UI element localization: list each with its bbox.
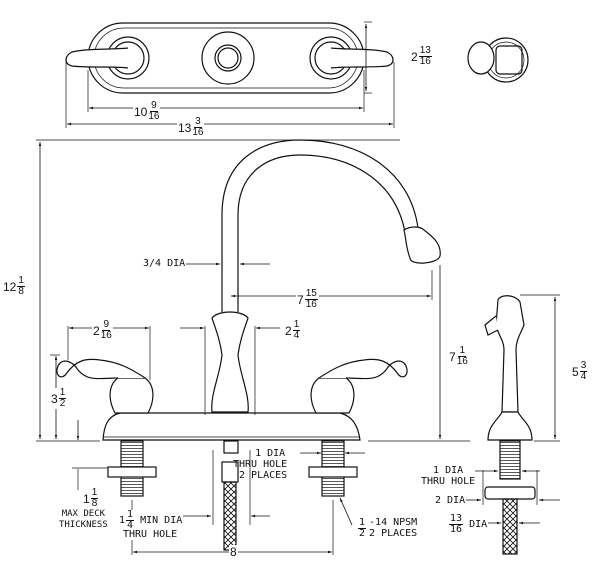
spout-body bbox=[211, 311, 249, 413]
left-handle-top bbox=[65, 47, 129, 69]
sprayer-base bbox=[487, 411, 533, 441]
right-handle-lever bbox=[318, 358, 408, 380]
spout-outer bbox=[221, 139, 419, 312]
sprayer-body bbox=[495, 295, 525, 413]
right-nut bbox=[308, 466, 358, 478]
left-nut bbox=[107, 466, 157, 478]
sprayer-nut bbox=[484, 486, 536, 500]
supply-hose bbox=[223, 481, 237, 551]
left-handle-lever bbox=[56, 358, 146, 380]
sprayer-base-dia-label: 2 DIA bbox=[434, 495, 467, 506]
top-view bbox=[65, 21, 529, 128]
right-handle-base bbox=[310, 377, 355, 414]
center-hole-label: THRU HOLE bbox=[122, 529, 179, 540]
aerator bbox=[403, 226, 441, 264]
spout-dia-label: 3/4 DIA bbox=[142, 258, 187, 269]
left-handle-base bbox=[109, 377, 154, 414]
sprayer-view bbox=[465, 294, 560, 555]
front-view bbox=[36, 139, 470, 555]
centers-dim: 8 bbox=[229, 545, 238, 559]
deck-plate-top bbox=[87, 22, 365, 94]
spout-inner bbox=[237, 154, 406, 312]
right-handle-top bbox=[330, 47, 394, 69]
sprayer-hose bbox=[502, 498, 518, 555]
deck-plate bbox=[102, 412, 361, 441]
spout-base-top bbox=[201, 31, 255, 85]
